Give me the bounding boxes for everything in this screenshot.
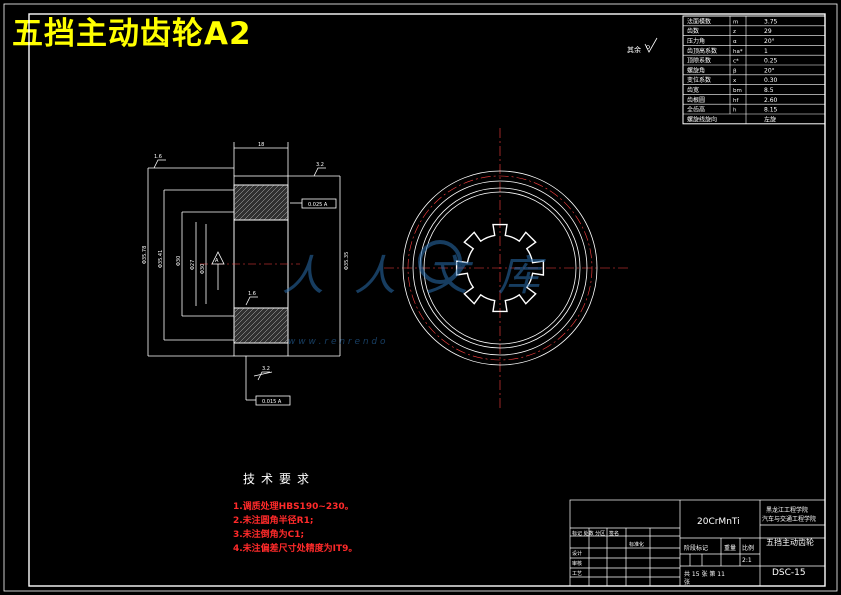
- param-symbol: α: [733, 39, 737, 45]
- spline-bore: [455, 223, 545, 313]
- watermark: 人人文库 w w w . r e n r e n d o: [282, 240, 570, 347]
- param-name: 齿根圆: [687, 96, 705, 104]
- rough-2: 3.2: [316, 162, 324, 168]
- hatch-lines: [233, 184, 289, 344]
- signature: 签名: [609, 530, 619, 537]
- tech-req-2: 2.未注圆角半径R1;: [233, 516, 314, 526]
- root-circle: [412, 180, 588, 356]
- dim-outer: Φ35.78: [142, 246, 148, 264]
- rough-4: 3.2: [262, 366, 270, 372]
- param-name: 齿宽: [687, 86, 699, 94]
- rough-1: 1.6: [154, 154, 162, 160]
- watermark-logo-icon: [418, 240, 462, 284]
- param-name: 法面模数: [687, 17, 711, 25]
- tech-req-4: 4.未注偏差尺寸处精度为IT9。: [233, 544, 358, 554]
- tolerance-frame-bottom: [255, 395, 291, 406]
- pitch-circle: [407, 175, 593, 361]
- college-name: 汽车与交通工程学院: [762, 515, 816, 523]
- finish-mark: 其余: [627, 37, 658, 54]
- tech-req-3: 3.未注倒角为C1;: [233, 530, 305, 540]
- row-design: 设计: [572, 550, 582, 557]
- tol-1: 0.025 A: [308, 202, 328, 208]
- dim-3: Φ30: [176, 256, 182, 266]
- standardization: 标准化: [629, 541, 644, 548]
- watermark-url: w w w . r e n r e n d o: [288, 337, 386, 347]
- tip-circle: [402, 170, 598, 366]
- param-value: 1: [764, 48, 768, 55]
- outer-frame: [3, 3, 838, 592]
- param-name: 变位系数: [687, 76, 711, 84]
- title-block: [569, 499, 826, 587]
- row-mark: 标记 处数 分区: [572, 530, 605, 537]
- param-name: 顶隙系数: [687, 57, 711, 65]
- dim-width: 18: [258, 142, 264, 148]
- hatch-top: [233, 184, 289, 221]
- material: 20CrMnTi: [697, 517, 740, 527]
- param-name: 压力角: [687, 37, 705, 45]
- param-symbol: β: [733, 68, 737, 74]
- param-name: 全齿高: [687, 106, 705, 114]
- roughness-icon: [644, 37, 658, 53]
- inner-frame: [28, 13, 826, 587]
- dim-4: Φ27: [190, 260, 196, 270]
- param-symbol: c*: [733, 59, 739, 65]
- row-review: 审核: [572, 560, 582, 567]
- roughness-icon-4: [257, 371, 270, 381]
- param-value: 0.30: [764, 77, 778, 84]
- stage-label: 阶段标记: [684, 544, 708, 552]
- param-symbol: z: [733, 29, 736, 35]
- param-symbol: ha*: [733, 49, 743, 55]
- gear-param-table: 法面模数 m 3.75 齿数 z 29 压力角 α 20° 齿顶高系数 ha* 1 顶隙系数 c* 0.25…: [682, 15, 826, 125]
- param-value: 3.75: [764, 18, 778, 25]
- weight-label: 重量: [724, 544, 736, 552]
- param-name: 螺旋线旋向: [687, 115, 717, 123]
- param-name: 齿顶高系数: [687, 47, 717, 55]
- tolerance-frame-top: [301, 198, 337, 209]
- scale-value: 2:1: [742, 557, 752, 564]
- param-name: 齿数: [687, 27, 699, 35]
- scale-label: 比例: [742, 544, 754, 552]
- param-symbol: h: [733, 108, 737, 114]
- row-process: 工艺: [572, 571, 582, 577]
- hatch-bottom: [233, 307, 289, 344]
- school-name: 黑龙江工程学院: [766, 506, 808, 514]
- front-view: [384, 128, 628, 408]
- roughness-icon-2: [313, 167, 326, 177]
- dim-5: Φ30: [200, 264, 206, 274]
- hub-inner: [423, 191, 577, 345]
- param-value: 8.5: [764, 87, 774, 94]
- section-view: [147, 142, 341, 406]
- drawing-title: 五挡主动齿轮A2: [12, 16, 252, 52]
- param-value: 20°: [764, 67, 775, 74]
- rough-3: 1.6: [248, 291, 256, 297]
- tech-requirements-heading: 技术要求: [243, 472, 316, 486]
- param-value: 20°: [764, 38, 775, 45]
- roughness-icon-1: [153, 159, 166, 169]
- dim-2: Φ35.41: [158, 250, 164, 268]
- param-value: 8.15: [764, 107, 778, 114]
- tol-2: 0.015 A: [262, 399, 282, 405]
- watermark-text: 人人文库: [282, 251, 570, 300]
- param-symbol: hf: [733, 98, 739, 104]
- param-value: 29: [764, 28, 772, 35]
- param-value: 0.25: [764, 58, 778, 65]
- dim-6: Φ35.35: [344, 252, 350, 270]
- param-symbol: bm: [733, 88, 742, 94]
- drawing-number: DSC-15: [772, 568, 806, 578]
- title-block-text: 20CrMnTi 黑龙江工程学院 汽车与交通工程学院 五挡主动齿轮 DSC-15…: [572, 506, 816, 586]
- tech-req-1: 1.调质处理HBS190~230。: [233, 502, 354, 512]
- finish-mark-label: 其余: [627, 45, 641, 54]
- param-symbol: x: [733, 78, 737, 84]
- datum-letter: A: [215, 258, 219, 264]
- sheet-suffix: 张: [684, 578, 690, 586]
- part-name: 五挡主动齿轮: [766, 537, 814, 547]
- param-name: 螺旋角: [687, 66, 705, 74]
- roughness-icon-3: [245, 296, 258, 306]
- param-value: 左旋: [764, 115, 776, 123]
- param-symbol: m: [733, 19, 738, 25]
- section-dim-text: 18 Φ35.78 Φ35.41 Φ30 Φ27 Φ30 Φ35.35 1.6 …: [142, 142, 350, 405]
- sheet-count: 共 15 张 第 11: [684, 570, 725, 578]
- param-value: 2.60: [764, 97, 778, 104]
